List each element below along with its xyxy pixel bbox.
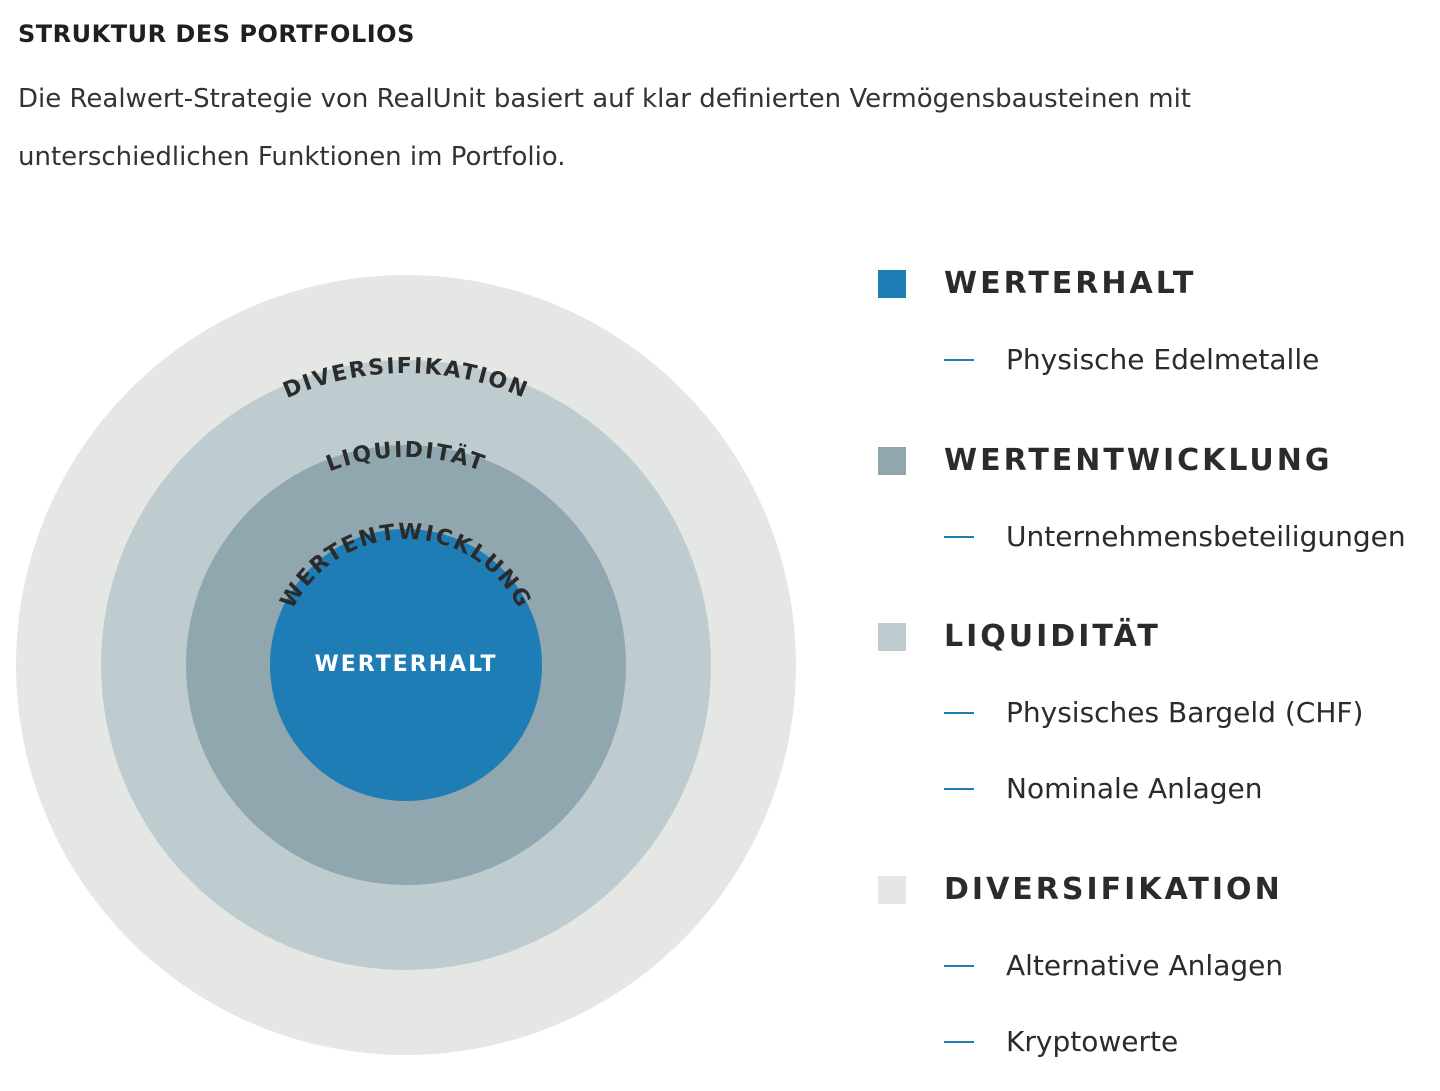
legend-group-wertentwicklung: WERTENTWICKLUNG Unternehmensbeteiligunge…	[878, 441, 1438, 557]
legend-item: Unternehmensbeteiligungen	[878, 517, 1438, 557]
dash-icon	[944, 1041, 974, 1043]
legend-group-liquiditaet: LIQUIDITÄT Physisches Bargeld (CHF) Nomi…	[878, 617, 1438, 809]
legend-header: LIQUIDITÄT	[878, 617, 1438, 657]
legend-item-label: Nominale Anlagen	[1006, 772, 1263, 805]
dash-icon	[944, 965, 974, 967]
legend-item: Physisches Bargeld (CHF)	[878, 693, 1438, 733]
dash-icon	[944, 359, 974, 361]
legend: WERTERHALT Physische Edelmetalle WERTENT…	[878, 0, 1438, 1091]
legend-title-wertentwicklung: WERTENTWICKLUNG	[944, 443, 1333, 478]
dash-icon	[944, 788, 974, 790]
legend-item-label: Unternehmensbeteiligungen	[1006, 520, 1406, 553]
legend-item: Physische Edelmetalle	[878, 340, 1438, 380]
legend-title-werterhalt: WERTERHALT	[944, 266, 1197, 301]
swatch-diversifikation	[878, 876, 906, 904]
core-label-werterhalt: WERTERHALT	[314, 652, 497, 677]
swatch-wertentwicklung	[878, 447, 906, 475]
dash-icon	[944, 536, 974, 538]
legend-group-werterhalt: WERTERHALT Physische Edelmetalle	[878, 264, 1438, 380]
legend-header: WERTERHALT	[878, 264, 1438, 304]
legend-item: Kryptowerte	[878, 1022, 1438, 1062]
legend-header: DIVERSIFIKATION	[878, 870, 1438, 910]
legend-item-label: Kryptowerte	[1006, 1025, 1179, 1058]
core-werterhalt	[270, 529, 542, 801]
dash-icon	[944, 712, 974, 714]
intro-text: Die Realwert-Strategie von RealUnit basi…	[18, 84, 1191, 172]
legend-title-liquiditaet: LIQUIDITÄT	[944, 619, 1161, 654]
legend-title-diversifikation: DIVERSIFIKATION	[944, 872, 1283, 907]
legend-item: Nominale Anlagen	[878, 769, 1438, 809]
legend-item: Alternative Anlagen	[878, 946, 1438, 986]
swatch-werterhalt	[878, 270, 906, 298]
portfolio-ring-diagram: DIVERSIFIKATION LIQUIDITÄT WERTENTWICKLU…	[16, 275, 796, 1055]
legend-item-label: Physische Edelmetalle	[1006, 343, 1320, 376]
swatch-liquiditaet	[878, 623, 906, 651]
section-heading: STRUKTUR DES PORTFOLIOS	[18, 20, 415, 48]
legend-group-diversifikation: DIVERSIFIKATION Alternative Anlagen Kryp…	[878, 870, 1438, 1062]
legend-header: WERTENTWICKLUNG	[878, 441, 1438, 481]
legend-item-label: Physisches Bargeld (CHF)	[1006, 696, 1364, 729]
legend-item-label: Alternative Anlagen	[1006, 949, 1284, 982]
